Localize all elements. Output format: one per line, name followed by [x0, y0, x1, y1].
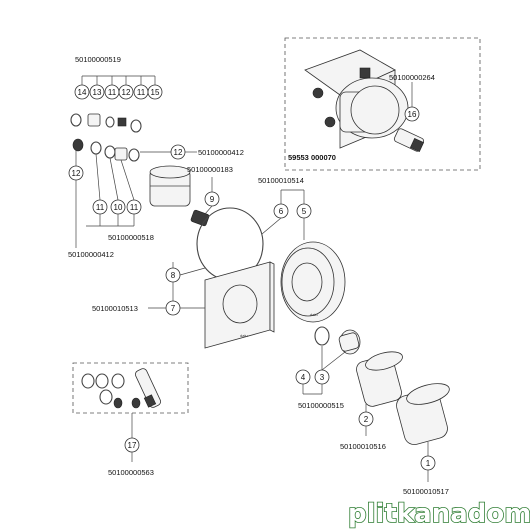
valve-module-inset: 59553 000070 — [284, 37, 481, 171]
callout-11a: 11 — [108, 88, 117, 97]
watermark-text: plitkanadom.ru — [348, 499, 530, 529]
callout-12b: 12 — [174, 148, 183, 157]
callout-1: 1 — [426, 459, 431, 468]
small-parts-cluster — [70, 113, 142, 162]
part-number-517: 50100010517 — [403, 487, 449, 496]
part-number-516: 50100010516 — [340, 442, 386, 451]
callout-15: 15 — [151, 88, 160, 97]
callout-7: 7 — [171, 304, 176, 313]
part-number-412a: 50100000412 — [198, 148, 244, 157]
part-number-513: 50100010513 — [92, 304, 138, 313]
callout-13: 13 — [93, 88, 102, 97]
callout-12a: 12 — [122, 88, 131, 97]
callout-2: 2 — [364, 415, 369, 424]
sleeve-2 — [356, 351, 403, 407]
part-number-183: 50100000183 — [187, 165, 233, 174]
callout-5: 5 — [302, 207, 307, 216]
callout-16: 16 — [408, 110, 417, 119]
wall-plate: dalu — [204, 261, 275, 349]
cartridge-part — [149, 165, 210, 227]
callout-8: 8 — [171, 271, 176, 280]
svg-text:dalu: dalu — [240, 333, 248, 338]
callout-11c: 11 — [96, 203, 105, 212]
callout-11b: 11 — [137, 88, 146, 97]
callout-3: 3 — [320, 373, 325, 382]
part-number-563: 50100000563 — [108, 468, 154, 477]
callout-10: 10 — [114, 203, 123, 212]
escutcheon-rosette: dalu — [280, 241, 346, 323]
part-number-264: 50100000264 — [389, 73, 435, 82]
callout-14: 14 — [78, 88, 87, 97]
part-number-518: 50100000518 — [108, 233, 154, 242]
callout-11d: 11 — [130, 203, 139, 212]
callout-4: 4 — [301, 373, 306, 382]
svg-text:dalu: dalu — [310, 312, 318, 317]
top-callout-row: 14 13 11 12 11 15 — [74, 84, 163, 100]
module-part-number: 59553 000070 — [288, 153, 336, 162]
callout-6: 6 — [279, 207, 284, 216]
handle-1 — [396, 383, 450, 445]
callout-17: 17 — [128, 441, 137, 450]
part-number-412b: 50100000412 — [68, 250, 114, 259]
bottom-callout-row: 11 10 11 — [86, 153, 142, 227]
part-number-514: 50100010514 — [258, 176, 304, 185]
small-rings-3-4 — [314, 326, 361, 355]
callout-12c: 12 — [72, 169, 81, 178]
part-number-515: 50100000515 — [298, 401, 344, 410]
filter-kit-inset — [72, 362, 189, 414]
part-number-519: 50100000519 — [75, 55, 121, 64]
callout-9: 9 — [210, 195, 215, 204]
